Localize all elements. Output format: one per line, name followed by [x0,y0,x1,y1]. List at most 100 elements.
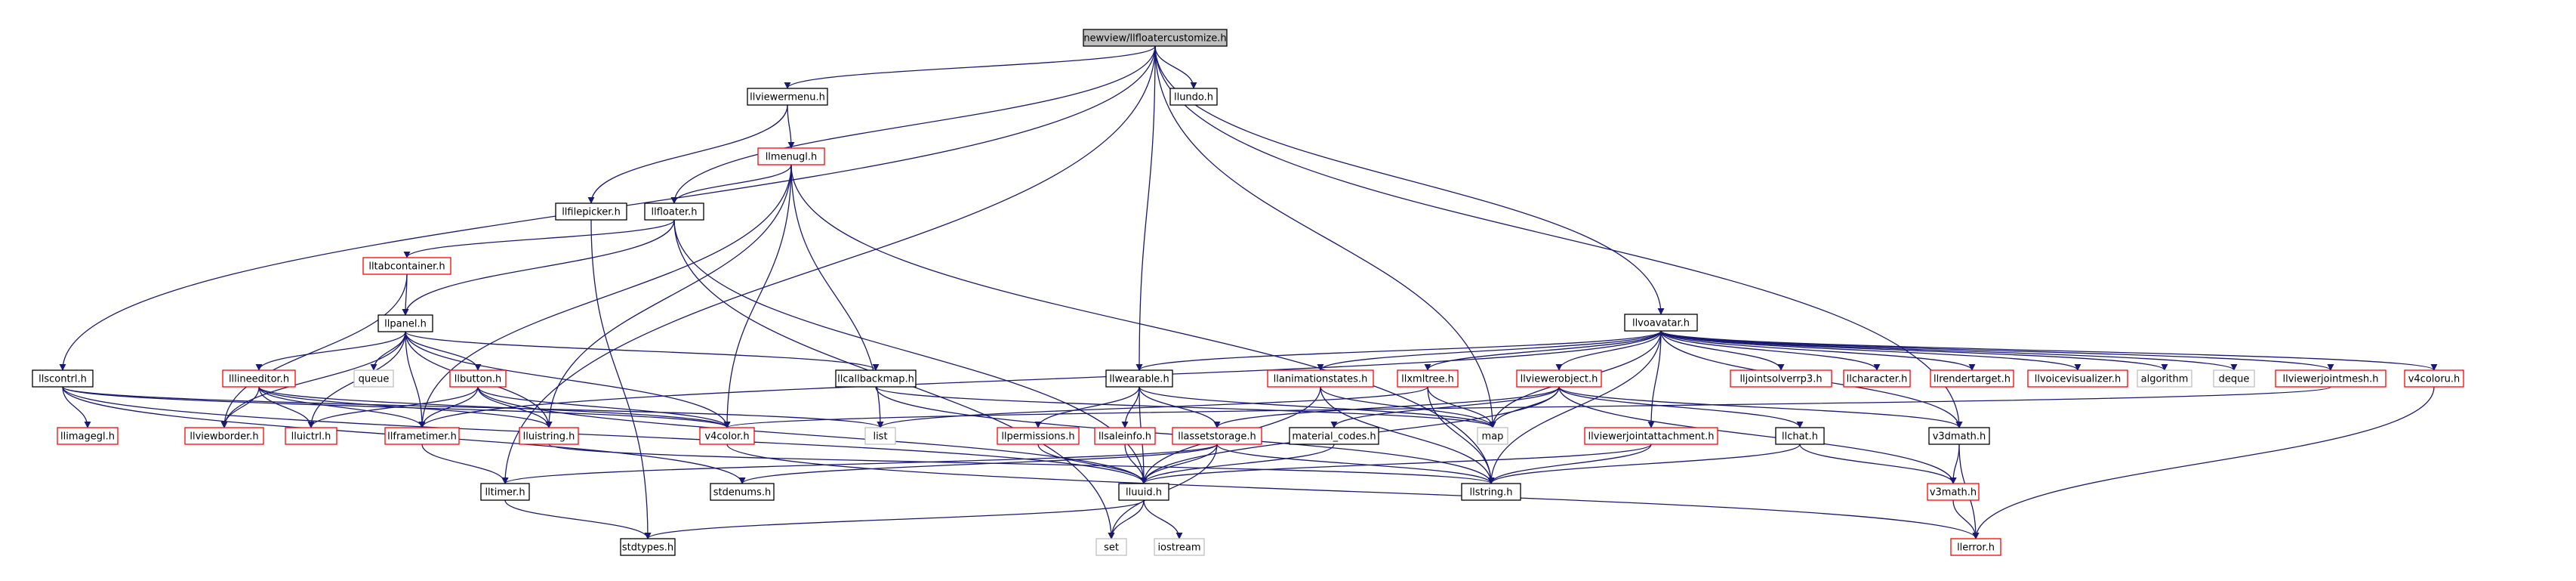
node-llscontrl[interactable]: llscontrl.h [32,369,94,388]
node-label-v4color: v4color.h [704,431,749,443]
node-label-v3math: v3math.h [1930,487,1977,499]
node-llwearable[interactable]: llwearable.h [1105,369,1173,388]
node-stdenums[interactable]: stdenums.h [710,483,775,501]
node-label-lljointsolverrp3: lljointsolverrp3.h [1739,374,1822,385]
node-llviewborder[interactable]: llviewborder.h [184,427,264,445]
node-llanimationstates[interactable]: llanimationstates.h [1267,369,1374,388]
node-box-queue [353,369,394,388]
edge-llviewerobject-to-llchat [1558,386,1804,428]
node-llmenugl[interactable]: llmenugl.h [757,147,825,165]
edge-llassetstorage-to-stdenums [738,443,1218,484]
node-label-llcharacter: llcharacter.h [1847,374,1908,385]
edge-lltimer-to-stdtypes [504,499,652,539]
node-llviewerobject[interactable]: llviewerobject.h [1516,369,1602,388]
edge-llbutton-to-v4color [477,386,731,428]
node-label-list: list [873,431,887,443]
node-llviewerjointmesh[interactable]: llviewerjointmesh.h [2275,369,2386,388]
node-label-lluistring: lluistring.h [523,431,575,443]
node-lluuid[interactable]: lluuid.h [1118,483,1169,501]
node-llvoicevisualizer[interactable]: llvoicevisualizer.h [2027,369,2128,388]
node-stdtypes[interactable]: stdtypes.h [620,538,676,556]
node-box-llerror [1950,538,2001,556]
edge-llfilepicker-to-stdtypes [590,219,652,539]
node-llxmltree[interactable]: llxmltree.h [1397,369,1459,388]
node-material_codes[interactable]: material_codes.h [1289,427,1379,445]
node-label-iostream: iostream [1157,542,1200,554]
node-root[interactable]: newview/llfloatercustomize.h [1083,29,1228,47]
node-label-material_codes: material_codes.h [1292,431,1376,443]
node-box-set [1095,538,1127,556]
node-llundo[interactable]: llundo.h [1169,88,1218,106]
node-llsaleinfo[interactable]: llsaleinfo.h [1094,427,1156,445]
node-list[interactable]: list [864,427,896,445]
node-v4color[interactable]: v4color.h [699,427,755,445]
node-label-set: set [1104,542,1119,554]
node-box-llsaleinfo [1094,427,1156,445]
node-llviewermenu[interactable]: llviewermenu.h [747,88,828,106]
node-map[interactable]: map [1477,427,1508,445]
node-llpermissions[interactable]: llpermissions.h [997,427,1080,445]
node-box-v4color [699,427,755,445]
node-lllineeditor[interactable]: lllineeditor.h [222,369,296,388]
node-box-llcallbackmap [835,369,917,388]
node-v4coloru[interactable]: v4coloru.h [2404,369,2464,388]
node-v3dmath[interactable]: v3dmath.h [1928,427,1990,445]
node-llvoavatar[interactable]: llvoavatar.h [1624,314,1698,332]
edge-llassetstorage-to-llstring [1216,443,1495,484]
dependency-edges [59,45,2438,539]
node-llpanel[interactable]: llpanel.h [377,314,433,332]
node-lltabcontainer[interactable]: lltabcontainer.h [362,257,451,275]
node-label-llviewerjointattachment: llviewerjointattachment.h [1588,431,1715,443]
edge-llpanel-to-llbutton [405,331,482,371]
edge-llvoavatar-to-deque [1660,330,2238,371]
edge-llpanel-to-lllineeditor [255,331,406,371]
node-llbutton[interactable]: llbutton.h [449,369,507,388]
node-llfilepicker[interactable]: llfilepicker.h [555,202,627,221]
node-llstring[interactable]: llstring.h [1461,483,1521,501]
node-llfloater[interactable]: llfloater.h [644,202,704,221]
node-label-lltimer: lltimer.h [485,487,525,499]
edge-llbutton-to-lluuid [477,386,1148,484]
node-label-llvoicevisualizer: llvoicevisualizer.h [2035,374,2121,385]
node-lltimer[interactable]: lltimer.h [480,483,530,501]
edge-llviewerjointmesh-to-v4color [724,386,2331,428]
node-box-lljointsolverrp3 [1730,369,1832,388]
node-set[interactable]: set [1095,538,1127,556]
edge-v4coloru-to-llerror [1972,386,2435,539]
node-queue[interactable]: queue [353,369,394,388]
node-lljointsolverrp3[interactable]: lljointsolverrp3.h [1730,369,1832,388]
node-box-llchat [1775,427,1825,445]
edge-llvoavatar-to-llviewerjointmesh [1660,330,2334,371]
edge-llvoavatar-to-llcharacter [1660,330,1881,371]
node-box-llfilepicker [555,202,627,221]
node-box-list [864,427,896,445]
edge-root-to-llfloater [670,45,1156,204]
node-lluistring[interactable]: lluistring.h [519,427,579,445]
node-lluictrl[interactable]: lluictrl.h [285,427,337,445]
node-llchat[interactable]: llchat.h [1775,427,1825,445]
node-box-v4coloru [2404,369,2464,388]
node-llerror[interactable]: llerror.h [1950,538,2001,556]
edge-llvoavatar-to-algorithm [1660,330,2168,371]
node-box-stdtypes [620,538,676,556]
node-label-llerror: llerror.h [1957,542,1995,554]
edge-llassetstorage-to-lltimer [501,443,1218,484]
node-deque[interactable]: deque [2213,369,2255,388]
node-v3math[interactable]: v3math.h [1927,483,1980,501]
edge-v3math-to-llerror [1952,499,1980,539]
node-iostream[interactable]: iostream [1154,538,1205,556]
node-llframetimer[interactable]: llframetimer.h [384,427,460,445]
node-algorithm[interactable]: algorithm [2137,369,2192,388]
node-label-stdenums: stdenums.h [713,487,771,499]
edge-llxmltree-to-llstring [1427,386,1495,484]
node-llcharacter[interactable]: llcharacter.h [1843,369,1911,388]
node-label-llpermissions: llpermissions.h [1001,431,1074,443]
node-label-lluuid: lluuid.h [1126,487,1162,499]
node-llrendertarget[interactable]: llrendertarget.h [1930,369,2014,388]
edge-llmenugl-to-list [790,164,884,428]
edge-llfloater-to-llpanel [402,219,675,316]
node-llcallbackmap[interactable]: llcallbackmap.h [835,369,917,388]
node-llassetstorage[interactable]: llassetstorage.h [1172,427,1262,445]
node-llimagegl[interactable]: llimagegl.h [57,427,119,445]
node-llviewerjointattachment[interactable]: llviewerjointattachment.h [1584,427,1718,445]
